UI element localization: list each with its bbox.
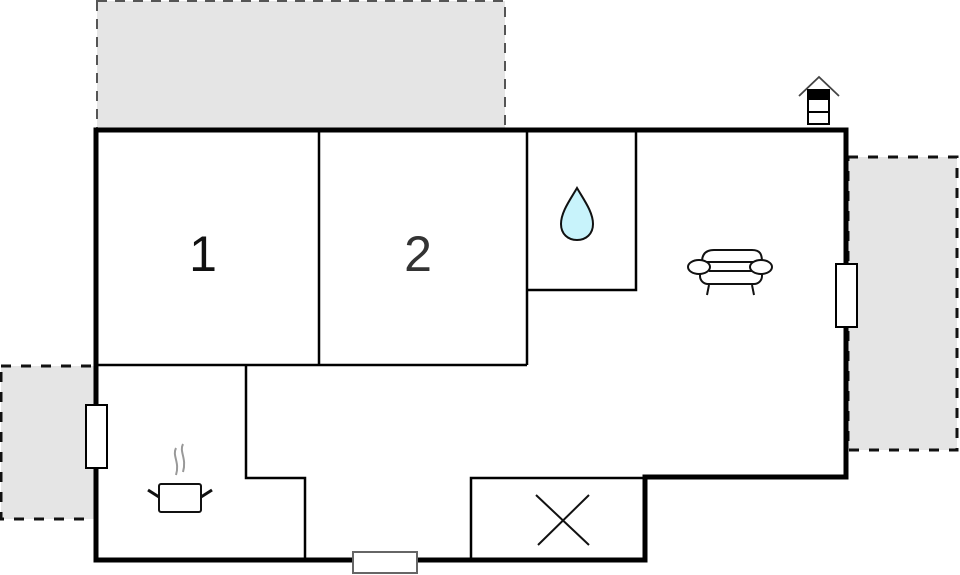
water-drop-icon [559,186,595,242]
room-2-label: 2 [404,226,432,282]
left-window [85,404,108,469]
interior-walls [96,130,645,560]
cross-icon [535,494,590,546]
room-1-label: 1 [189,226,217,282]
house-entrance-icon [798,75,840,125]
bottom-window [352,551,418,574]
right-terrace [846,155,959,452]
right-window [835,263,858,328]
top-terrace [96,0,506,130]
cooking-pot-icon [147,443,213,513]
left-terrace [0,364,98,521]
sofa-icon [687,249,773,296]
